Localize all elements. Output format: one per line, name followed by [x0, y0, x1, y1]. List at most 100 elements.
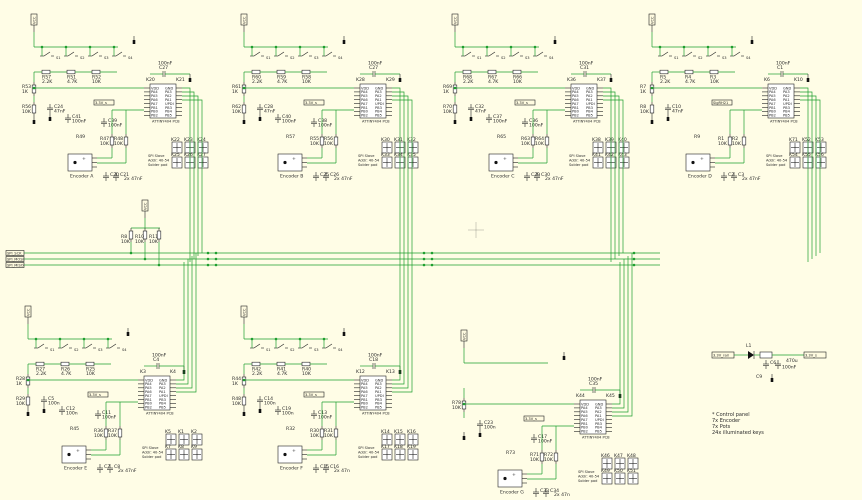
key-switch: K15 [394, 429, 406, 446]
encoder-cap-value: 2x 47n [334, 468, 350, 474]
wire [685, 51, 693, 57]
capacitor-ref: C29 [531, 172, 540, 178]
resistor-ref: R27 [36, 367, 45, 373]
ic-pin-label: PA3 [159, 382, 166, 386]
wire [182, 95, 199, 256]
ic-part: ATTINY404 PCB [582, 436, 610, 440]
key-ref: K9 [191, 444, 197, 450]
wire [392, 99, 413, 253]
ic-pin-label: VDD [361, 378, 369, 382]
power-flag: VCC [30, 13, 38, 32]
ic-part: ATTINY404 PCB [152, 120, 180, 124]
resistor-ref: R60 [252, 75, 261, 81]
spi-text-line: Addr: 40-54 [578, 475, 600, 479]
wire [182, 91, 195, 259]
ic-part: ATTINY404 PCB [770, 120, 798, 124]
spi-text-line: Addr: 40-54 [358, 451, 380, 455]
ic-pin-label: PA4 [361, 382, 368, 386]
ic-ref: K28 [356, 77, 365, 83]
capacitor-ref: C21 [120, 172, 129, 178]
encoder-label: Encoder B [280, 174, 303, 180]
encoder-capacitor: C2 [721, 172, 734, 181]
encoder-label: Encoder D [688, 174, 712, 180]
wire [392, 256, 409, 389]
key-switch: K8 [178, 444, 190, 461]
capacitor-ref: C27 [159, 65, 168, 71]
power-flag: VCC [141, 199, 149, 218]
junction-dot [242, 86, 246, 90]
ic-pin-label: PA4 [769, 90, 776, 94]
junction-dot [274, 337, 278, 341]
ground-bar [453, 120, 457, 124]
net-label-box [523, 415, 545, 422]
ground-symbol [650, 116, 654, 124]
power-flag-label: VCC [454, 16, 458, 24]
resistor-value: 4.7K [61, 371, 72, 377]
capacitor-value: 100nF [368, 353, 383, 359]
capacitor-value: 100n [66, 411, 78, 417]
capacitor-ref: C15 [320, 464, 329, 470]
capacitor-value: 100nF [782, 365, 797, 371]
resistor-ref: R57 [42, 75, 51, 81]
encoder-plus: + [700, 156, 704, 162]
key-ref: K16 [407, 429, 416, 435]
bus-net-label: SPI_SCK [5, 250, 30, 256]
wire [67, 51, 75, 57]
capacitor-value: 100nF [102, 415, 117, 421]
ic-pin-label: UPDI [783, 102, 792, 106]
junction-dot [632, 263, 636, 267]
spi-text-line: SPI Slave [578, 470, 595, 474]
resistor-ref: R7 [640, 84, 646, 90]
resistor-body [25, 396, 31, 406]
ic-pin-label: PB1 [361, 398, 368, 402]
ic-ref: K29 [386, 77, 395, 83]
capacitor-value: 47nF [264, 109, 276, 115]
ic-pin-label: GND [783, 86, 791, 90]
net-label-text: 3.3V_s [516, 101, 528, 105]
key-switch: K42 [605, 152, 617, 169]
resistor-value: 1K [232, 89, 239, 95]
resistor-ref: R52 [92, 75, 101, 81]
net-label-box [514, 99, 536, 106]
ground-symbol [342, 328, 346, 336]
resistor-value: 10K [324, 141, 334, 147]
ic-pin-label: PB2 [361, 406, 368, 410]
misc-resistor-ref: R45 [70, 426, 79, 432]
wire [603, 91, 616, 259]
key-switch: K49 [601, 468, 613, 485]
ic-pin-label: PA5 [145, 386, 152, 390]
ic-pin-label: PB5 [586, 114, 593, 118]
ic-pin-label: UPDI [375, 102, 384, 106]
power-flag-label: VCC [33, 16, 37, 24]
ic-pin-label: PB3 [165, 106, 172, 110]
capacitor-ref: C8 [114, 464, 120, 470]
ic-pin-label: PA5 [572, 94, 579, 98]
switch-ref: S4 [746, 56, 751, 60]
ic-ref: K6 [764, 77, 770, 83]
resistor-ref: R63 [521, 136, 530, 142]
encoder-capacitor: C26 [323, 172, 339, 181]
ground-symbol [258, 113, 262, 121]
ic-pin-label: PB4 [783, 110, 791, 114]
junction-dot [34, 337, 38, 341]
wire [277, 51, 285, 57]
junction-dot [322, 45, 326, 49]
ic-pin-label: GND [595, 402, 603, 406]
pullup-value: 10K [135, 239, 145, 245]
ic-part: ATTINY404 PCB [362, 412, 390, 416]
ic-pin-label: PA2 [375, 386, 382, 390]
resistor-value: 10K [710, 79, 720, 85]
ground-bar [48, 117, 52, 121]
resistor-ref: R68 [463, 75, 472, 81]
key-ref: K34 [394, 152, 403, 158]
ic-pin-label: PB5 [165, 114, 172, 118]
capacitor-ref: C1 [777, 65, 783, 71]
ic-pin-label: PB5 [375, 114, 382, 118]
ground-bar [242, 120, 246, 124]
